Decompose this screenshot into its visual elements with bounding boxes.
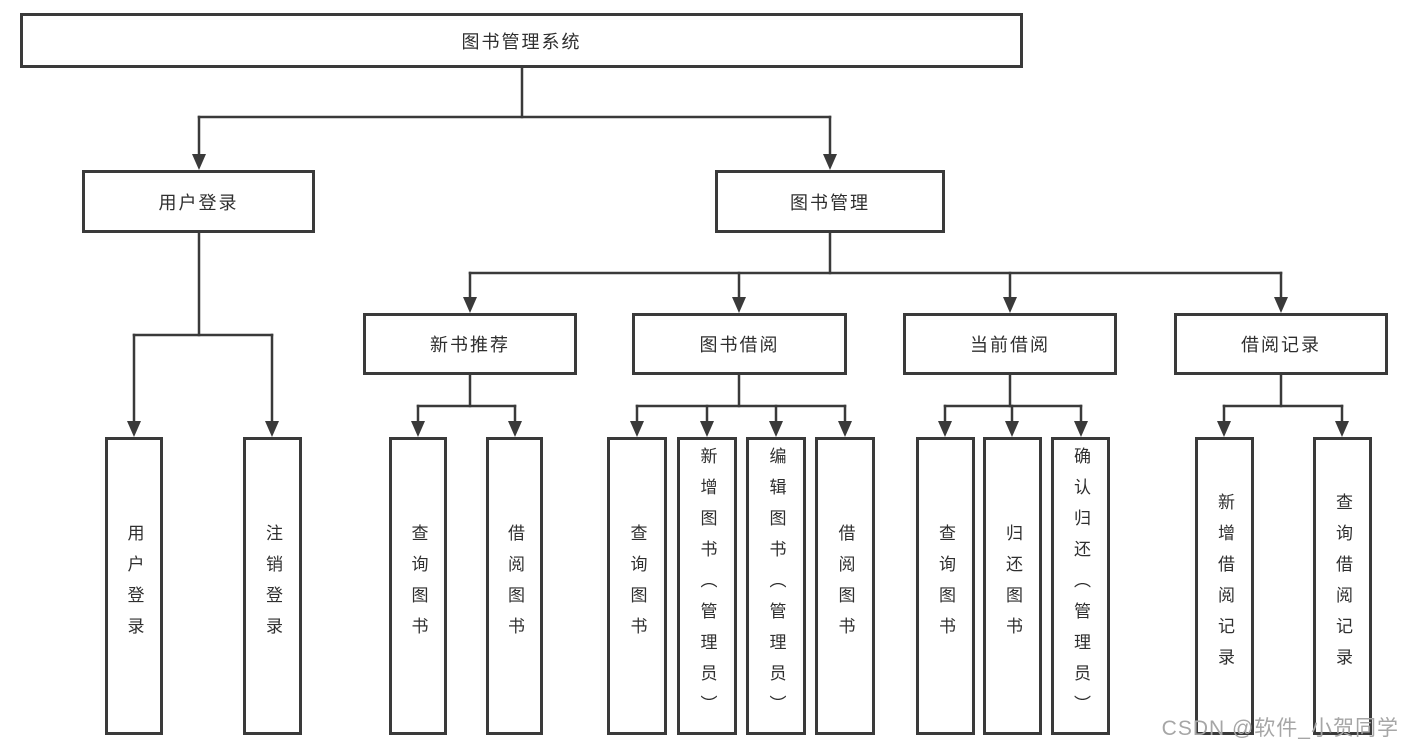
node-user-login: 用户登录 xyxy=(82,170,315,233)
leaf-recommend-query-books: 查询图书 xyxy=(389,437,447,735)
leaf-label: 用户登录 xyxy=(124,524,144,648)
node-label: 图书管理系统 xyxy=(461,31,582,52)
leaf-label: 借阅图书 xyxy=(505,524,524,648)
leaf-label: 编辑图书（管理员） xyxy=(766,446,786,726)
leaf-label: 归还图书 xyxy=(1003,524,1022,648)
leaf-label: 查询借阅记录 xyxy=(1333,493,1352,679)
leaf-logout-login: 注销登录 xyxy=(243,437,302,735)
leaf-label: 新增借阅记录 xyxy=(1215,493,1234,679)
leaf-records-add-record: 新增借阅记录 xyxy=(1195,437,1254,735)
leaf-user-login: 用户登录 xyxy=(105,437,163,735)
node-book-borrowing: 图书借阅 xyxy=(632,313,847,375)
leaf-borrowing-edit-books-admin: 编辑图书（管理员） xyxy=(746,437,806,735)
leaf-label: 查询图书 xyxy=(936,524,955,648)
leaf-label: 确认归还（管理员） xyxy=(1071,446,1090,726)
leaf-borrowing-add-books-admin: 新增图书（管理员） xyxy=(677,437,737,735)
arrowheads xyxy=(127,154,1349,437)
leaf-current-return-books: 归还图书 xyxy=(983,437,1042,735)
leaf-current-confirm-return-admin: 确认归还（管理员） xyxy=(1051,437,1110,735)
node-label: 借阅记录 xyxy=(1241,335,1321,355)
node-library-management-system: 图书管理系统 xyxy=(20,13,1023,68)
node-book-management: 图书管理 xyxy=(715,170,945,233)
leaf-label: 借阅图书 xyxy=(835,524,855,648)
node-current-borrowing: 当前借阅 xyxy=(903,313,1117,375)
leaf-label: 新增图书（管理员） xyxy=(697,446,717,726)
csdn-watermark: CSDN @软件_小贺同学 xyxy=(1161,717,1399,740)
leaf-borrowing-borrow-books: 借阅图书 xyxy=(815,437,875,735)
leaf-borrowing-query-books: 查询图书 xyxy=(607,437,667,735)
node-label: 当前借阅 xyxy=(970,335,1050,355)
node-label: 图书借阅 xyxy=(699,335,780,355)
node-borrowing-records: 借阅记录 xyxy=(1174,313,1388,375)
leaf-current-query-books: 查询图书 xyxy=(916,437,975,735)
node-label: 新书推荐 xyxy=(430,335,510,355)
leaf-label: 查询图书 xyxy=(627,524,647,648)
node-new-book-recommend: 新书推荐 xyxy=(363,313,577,375)
leaf-recommend-borrow-books: 借阅图书 xyxy=(486,437,543,735)
node-label: 用户登录 xyxy=(158,192,239,213)
node-label: 图书管理 xyxy=(790,192,870,213)
leaf-label: 注销登录 xyxy=(263,524,282,648)
leaf-records-query-record: 查询借阅记录 xyxy=(1313,437,1372,735)
leaf-label: 查询图书 xyxy=(408,524,428,648)
